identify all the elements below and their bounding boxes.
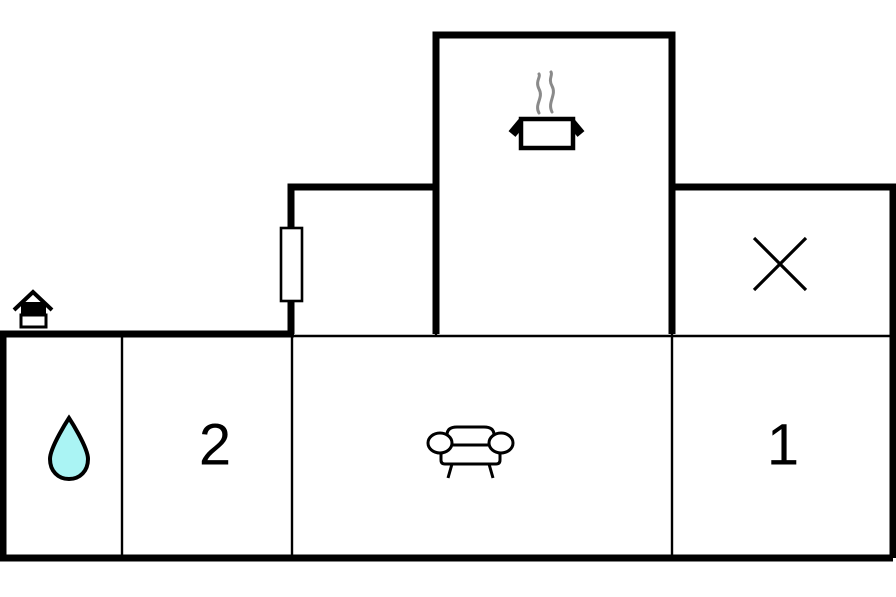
sofa-icon [426, 425, 515, 479]
room-blank-mid-fill[interactable] [291, 187, 436, 334]
sofa-leg-right [487, 463, 495, 479]
sofa-arm-left [426, 431, 454, 455]
house-icon [12, 289, 54, 329]
wall-lower-outer [0, 334, 893, 562]
exterior-walls [0, 31, 896, 562]
room-2-fill[interactable] [122, 334, 292, 558]
door-rect-shape[interactable] [279, 226, 304, 303]
room-1-fill[interactable] [672, 334, 893, 558]
door-icon[interactable] [279, 226, 304, 303]
sofa-arm-right [487, 431, 515, 455]
steam-wisp-right [548, 70, 555, 114]
sofa-leg-left [446, 463, 454, 479]
room-fills [3, 35, 893, 558]
house-body-upper [21, 302, 46, 315]
room-kitchen-fill[interactable] [436, 35, 672, 334]
room-1-label: 1 [767, 412, 799, 477]
room-2-label: 2 [199, 412, 231, 477]
wall-right-outer [672, 183, 896, 558]
sofa-backrest [445, 425, 496, 447]
steam-wisp-left [536, 72, 542, 115]
water-drop-icon [47, 414, 91, 482]
water-drop-shape [47, 414, 91, 482]
cross-line-b [752, 236, 808, 292]
house-body-lower [19, 313, 48, 329]
cross-icon [752, 236, 808, 292]
pot-body-shape [518, 116, 576, 151]
cooking-pot-icon [508, 70, 585, 151]
